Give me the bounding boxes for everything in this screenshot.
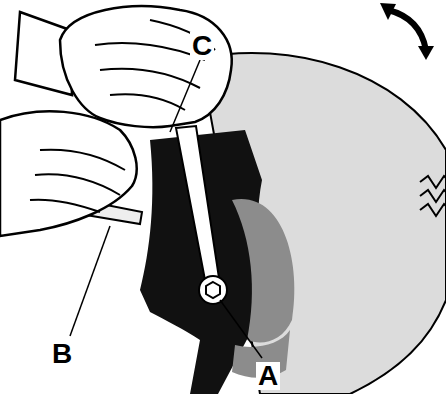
swing-arrow (388, 10, 426, 50)
arrowhead (380, 3, 396, 20)
leader-line (70, 226, 110, 336)
callout-letter: C (190, 32, 214, 60)
callout-wrap: B (50, 340, 74, 368)
callout-letter: A (256, 362, 280, 390)
nut (206, 282, 220, 298)
arrowhead (418, 46, 434, 60)
wrench-handle (176, 126, 219, 280)
lower-fingers (30, 150, 125, 212)
leader-line (220, 300, 262, 358)
lower-hand (0, 111, 137, 236)
upper-hand (60, 6, 232, 127)
callout-wrap: A (256, 362, 280, 390)
leader-line (170, 60, 200, 132)
blade (232, 199, 295, 342)
upper-fingers (95, 20, 215, 110)
callout-wrap: C (190, 32, 214, 60)
callout-letter: B (50, 340, 74, 368)
spring (420, 176, 446, 216)
wrench-ring (199, 276, 227, 304)
